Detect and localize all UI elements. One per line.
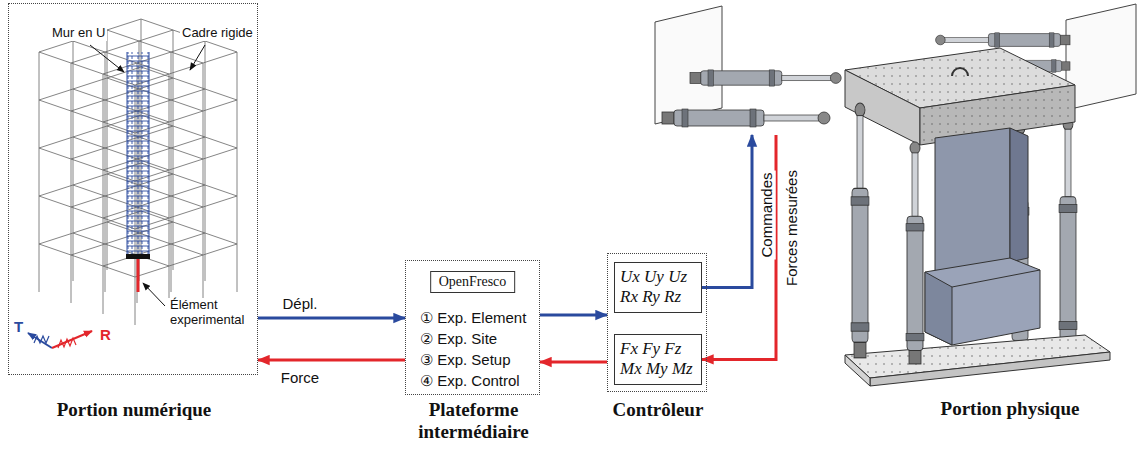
node-text: OpenFresco: [439, 274, 507, 290]
node-text: ① Exp. Element: [406, 307, 539, 328]
software-box: OpenFresco: [430, 271, 516, 293]
leader-line: [90, 45, 205, 306]
platform-region: Plateforme intermédiaire① Exp. Element② …: [405, 260, 540, 395]
signal-arrow: [258, 317, 405, 320]
force-box: Fx Fy Fz Mx My Mz: [614, 334, 702, 385]
edge-label: Force: [279, 370, 321, 387]
caption: Plateforme intermédiaire: [391, 399, 556, 443]
physical-region: Portion physique: [740, 0, 1135, 135]
command-box: Ux Uy Uz Rx Ry Rz: [614, 262, 702, 313]
node-text: Ux Uy Uz Rx Ry Rz: [620, 267, 696, 308]
frame-member: [141, 211, 237, 244]
frame-member: [141, 115, 237, 148]
frame-member: [237, 52, 238, 292]
signal-arrow: [540, 361, 607, 364]
horizontal-actuator: [662, 109, 830, 127]
signal-arrow: [702, 135, 776, 359]
u-wall: [126, 52, 150, 292]
rigid-frame: [39, 19, 237, 325]
axis-label: T: [12, 318, 25, 335]
edge-label: Commandes: [759, 170, 776, 259]
frame-member: [141, 163, 237, 196]
signal-arrow: [258, 359, 405, 362]
wall-specimen: [925, 128, 1040, 345]
frame-member: [171, 52, 172, 292]
frame-member: [39, 52, 40, 292]
controller-region: ContrôleurUx Uy Uz Rx Ry RzFx Fy Fz Mx M…: [607, 253, 707, 392]
vertical-actuator: [851, 103, 924, 364]
node-text: ③ Exp. Setup: [406, 349, 539, 370]
callout-label: Cadre rigide: [180, 26, 255, 41]
frame-member: [173, 30, 174, 270]
caption: Portion numérique: [9, 399, 259, 421]
frame-member: [103, 74, 104, 314]
shake-table: [845, 48, 1075, 145]
frame-member: [141, 67, 237, 100]
callout-label: Élément experimental: [168, 298, 256, 328]
caption: Contrôleur: [558, 399, 758, 421]
node-text: ② Exp. Site: [406, 328, 539, 349]
frame-member: [205, 41, 206, 281]
edge-label: Dépl.: [280, 296, 319, 313]
axis-label: R: [98, 326, 113, 343]
frame-member: [169, 74, 170, 314]
base-plate: [845, 335, 1110, 386]
signal-arrow: [702, 135, 752, 287]
callout-label: Mur en U: [50, 26, 107, 41]
signal-arrow: [540, 314, 607, 317]
frame-member: [203, 63, 204, 303]
node-text: ④ Exp. Control: [406, 370, 539, 391]
caption: Portion physique: [910, 398, 1110, 420]
axis-arrows: [28, 331, 92, 348]
frame-member: [105, 52, 106, 292]
frame-member: [107, 30, 108, 270]
edge-label: Forces mesurées: [784, 168, 801, 288]
frame-member: [73, 41, 74, 281]
frame-member: [71, 63, 72, 303]
node-text: Fx Fy Fz Mx My Mz: [620, 339, 696, 380]
